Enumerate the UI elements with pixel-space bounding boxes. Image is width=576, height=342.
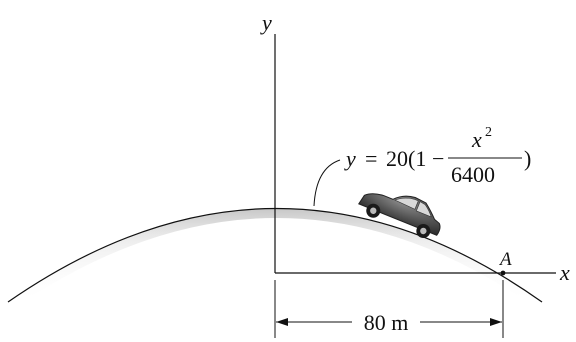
point-a-label: A xyxy=(498,249,512,270)
dimension-label: 80 m xyxy=(364,310,409,335)
dimension-arrow-left xyxy=(276,318,288,326)
point-a-marker xyxy=(500,270,506,276)
equation-denominator: 6400 xyxy=(451,162,495,187)
equation-minus: − xyxy=(432,146,444,171)
dimension-arrow-right xyxy=(490,318,502,326)
equation-close-paren: ) xyxy=(524,146,531,171)
equation-equals: = xyxy=(365,146,377,171)
x-axis-label: x xyxy=(559,260,570,285)
equation-coefficient: 20(1 xyxy=(386,146,426,171)
y-axis-label: y xyxy=(260,10,272,35)
curve-equation: y = 20(1 − x 2 6400 ) xyxy=(344,125,531,187)
equation-leader xyxy=(313,159,341,207)
equation-numerator-var: x xyxy=(471,127,482,152)
equation-lhs: y xyxy=(344,146,356,171)
hill-curve xyxy=(7,208,543,303)
car-icon xyxy=(358,193,441,238)
equation-numerator-exponent: 2 xyxy=(485,125,492,140)
